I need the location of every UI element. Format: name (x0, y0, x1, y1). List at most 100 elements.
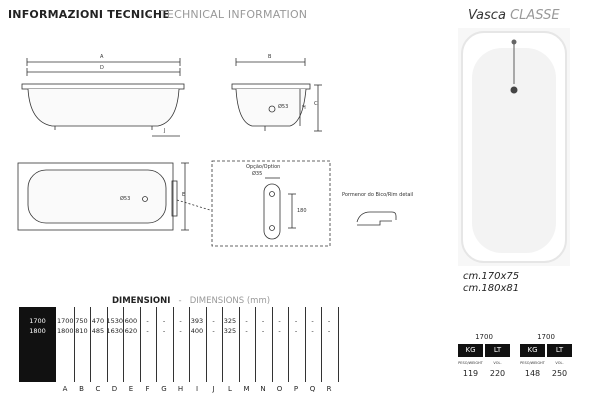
column-divider (156, 307, 157, 382)
column-letter: C (95, 385, 101, 393)
column-letter: F (145, 385, 150, 393)
weight-kg-header: KG (458, 344, 483, 357)
weight-group-label: 1700 (475, 333, 493, 341)
dimensions-subtitle: DIMENSIONS (mm) (189, 296, 271, 306)
dim-label-j: J (164, 128, 166, 134)
dim-label-b: B (268, 54, 272, 60)
dim-label-a: A (100, 54, 104, 60)
product-title: Vasca CLASSE (468, 8, 560, 23)
dimension-cell: 810 (75, 327, 88, 335)
top-view (17, 162, 211, 231)
size-180: cm.180x81 (463, 283, 520, 294)
dimension-cell: - (327, 327, 331, 335)
end-view (231, 58, 322, 132)
column-letter: E (128, 385, 134, 393)
dimension-cell: 750 (75, 317, 88, 325)
column-letter: B (79, 385, 84, 393)
column-letter: P (293, 385, 299, 393)
dimensions-header: DIMENSIONI - DIMENSIONS (mm) (112, 296, 270, 306)
product-sizes: cm.170x75 cm.180x81 (463, 271, 519, 295)
column-letter: R (326, 385, 332, 393)
option-detail (211, 160, 331, 247)
dimension-cell: - (162, 317, 166, 325)
dimension-cell: 400 (190, 327, 204, 335)
dimension-cell: - (261, 317, 265, 325)
dim-label-h: H (302, 105, 306, 111)
column-divider (288, 307, 289, 382)
product-title-a: Vasca (468, 8, 506, 23)
column-divider (337, 307, 339, 382)
dimension-cell: 485 (91, 327, 105, 335)
column-divider (172, 307, 174, 382)
size-170: cm.170x75 (463, 271, 520, 282)
weight-lt-value: 220 (489, 369, 506, 378)
dimension-cell: 325 (223, 327, 237, 335)
column-letter: L (228, 385, 232, 393)
side-view (21, 58, 185, 137)
column-divider (189, 307, 190, 382)
column-letter: G (161, 385, 167, 393)
weight-lt-value: 250 (551, 369, 568, 378)
column-divider (106, 307, 108, 382)
dim-label-phi35: Ø35 (252, 171, 263, 177)
dimension-cell: 393 (190, 317, 204, 325)
rim-detail-label: Pormenor do Bico/Rim detail (342, 192, 414, 198)
column-letter: N (260, 385, 266, 393)
dimension-cell: 620 (124, 327, 138, 335)
dimension-cell: - (146, 317, 149, 325)
column-letter: H (177, 385, 184, 393)
column-divider (222, 307, 223, 382)
dimension-cell: - (245, 317, 248, 325)
column-divider (123, 307, 124, 382)
dimension-cell: 1800 (57, 327, 74, 335)
weight-group-label: 1700 (537, 333, 555, 341)
dimension-cell: 1700 (57, 317, 74, 325)
dimension-cell: - (278, 327, 281, 335)
column-divider (255, 307, 256, 382)
dimension-cell: - (179, 317, 182, 325)
dim-label-180: 180 (297, 208, 307, 214)
size-label-cell (19, 307, 56, 382)
row-label-1700: 1700 (29, 317, 46, 325)
weight-kg-sub: PESO/WEIGHT (458, 361, 483, 365)
dimensions-sep: - (178, 296, 182, 306)
dimension-cell: - (278, 317, 281, 325)
dimension-cell: - (146, 327, 149, 335)
column-letter: D (111, 385, 118, 393)
column-divider (90, 307, 91, 382)
column-divider (304, 307, 306, 382)
column-divider (238, 307, 240, 382)
dimension-cell: 600 (124, 317, 138, 325)
column-divider (321, 307, 322, 382)
column-letter: J (212, 385, 215, 393)
dim-label-phi53-end: Ø53 (278, 104, 289, 110)
column-letter: Q (309, 385, 316, 393)
page-subtitle: TECHNICAL INFORMATION (160, 8, 308, 21)
column-letter: A (62, 385, 68, 393)
weight-lt-sub: VOL. (555, 361, 564, 365)
dimension-cell: 1530 (106, 317, 124, 325)
dimension-cell: 325 (223, 317, 237, 325)
weight-kg-sub: PESO/WEIGHT (520, 361, 545, 365)
dimension-cell: - (245, 327, 248, 335)
dimensions-title: DIMENSIONI (112, 296, 171, 306)
weight-lt-header: LT (485, 344, 510, 357)
dim-label-phi53-top: Ø53 (120, 196, 131, 202)
dimension-cell: - (179, 327, 182, 335)
dimension-cell: - (327, 317, 331, 325)
column-divider (205, 307, 207, 382)
bathtub-photo (458, 28, 570, 266)
dim-label-e: E (182, 192, 186, 198)
weight-lt-sub: VOL. (493, 361, 502, 365)
product-title-b: CLASSE (510, 8, 560, 23)
dimension-cell: - (294, 317, 298, 325)
weight-kg-value: 148 (524, 369, 541, 378)
dimension-cell: - (261, 327, 265, 335)
column-divider (139, 307, 141, 382)
dimension-cell: - (294, 327, 298, 335)
option-label: Opção/Option (246, 164, 281, 170)
dim-label-c: C (314, 101, 318, 107)
column-divider (73, 307, 75, 382)
